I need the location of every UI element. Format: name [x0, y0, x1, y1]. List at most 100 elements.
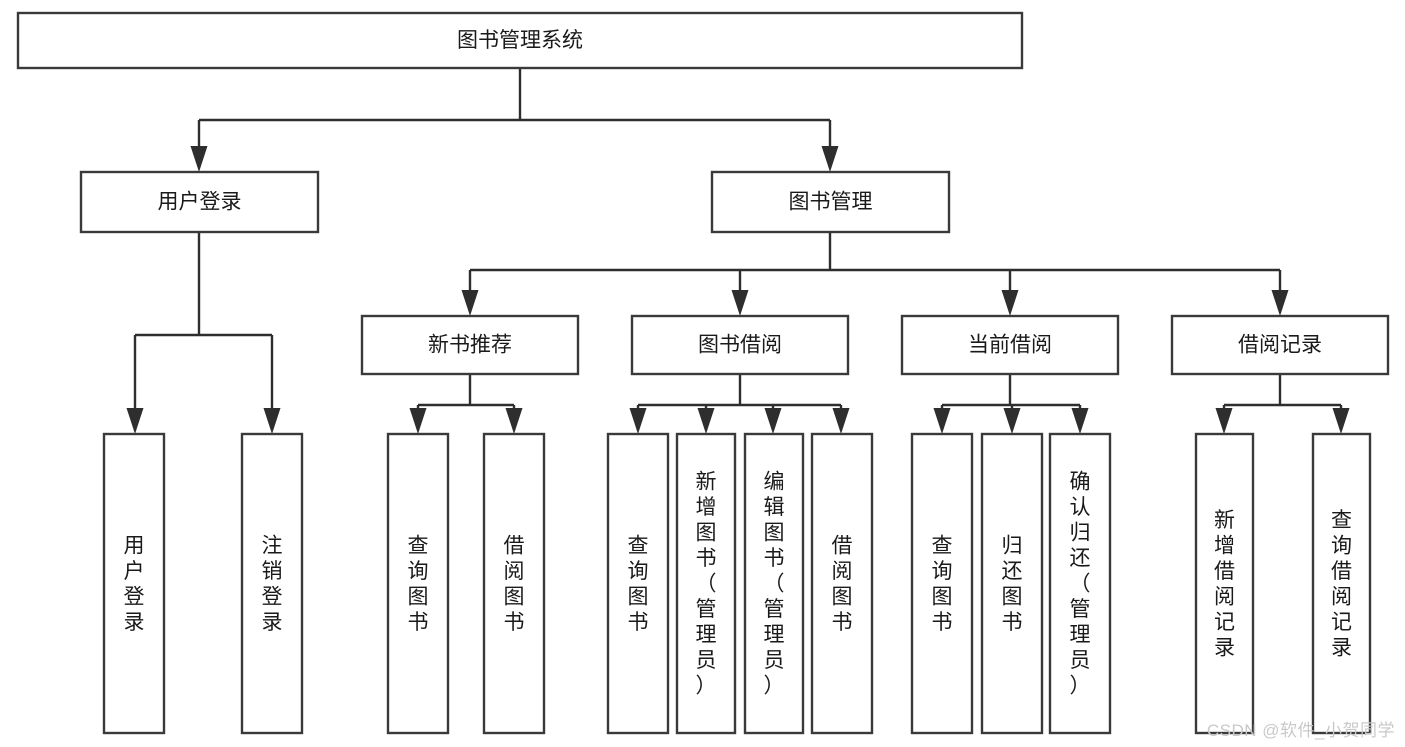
connector-borrow-book-to-leaves — [629, 374, 850, 434]
node-level3-2[interactable]: 当前借阅 — [900, 314, 1120, 376]
node-label-char: 图 — [628, 585, 649, 608]
node-label-char: 书 — [628, 611, 649, 634]
node-level2-0[interactable]: 用户登录 — [79, 170, 320, 234]
connector-current-borrow-to-leaves — [933, 374, 1089, 434]
connector-user-login-to-leaves — [126, 232, 281, 434]
node-label-char: 书 — [832, 611, 853, 634]
node-label-char: 查 — [628, 534, 649, 557]
node-label-char: 员 — [1070, 649, 1091, 672]
node-label-char: 管 — [764, 598, 785, 621]
node-label-char: 归 — [1002, 534, 1023, 557]
node-label-char: 登 — [262, 585, 283, 608]
node-layer: 图书管理系统用户登录图书管理新书推荐图书借阅当前借阅借阅记录用户登录注销登录查询… — [16, 11, 1390, 735]
node-label-char: 询 — [408, 560, 429, 583]
node-label: 新书推荐 — [428, 334, 512, 357]
node-label-char: 还 — [1002, 560, 1023, 583]
node-label-char: 阅 — [1331, 585, 1352, 608]
node-level2-1[interactable]: 图书管理 — [710, 170, 951, 234]
node-label-char: 录 — [1214, 636, 1235, 659]
connector-root-to-level2 — [190, 68, 839, 172]
node-label-char: 阅 — [504, 560, 525, 583]
node-label-char: 询 — [932, 560, 953, 583]
node-label-char: 询 — [1331, 534, 1352, 557]
node-label-char: 借 — [1331, 560, 1352, 583]
node-label-char: 录 — [1331, 636, 1352, 659]
node-label-char: 书 — [1002, 611, 1023, 634]
node-label-char: 书 — [504, 611, 525, 634]
node-level3-3[interactable]: 借阅记录 — [1170, 314, 1390, 376]
node-label-char: 阅 — [832, 560, 853, 583]
node-label-char: ） — [1070, 675, 1091, 698]
node-label-char: 增 — [696, 496, 717, 519]
node-label-char: 理 — [1070, 624, 1091, 647]
connector-book-mgmt-to-level3 — [461, 232, 1289, 316]
node-label-char: 增 — [1214, 534, 1235, 557]
node-label-char: 员 — [696, 649, 717, 672]
node-label-char: 管 — [696, 598, 717, 621]
node-label-char: 理 — [696, 624, 717, 647]
node-label-char: 图 — [832, 585, 853, 608]
node-label-char: 登 — [124, 585, 145, 608]
node-label-char: ） — [764, 675, 785, 698]
node-label: 当前借阅 — [968, 334, 1052, 357]
node-label-char: （ — [1070, 573, 1091, 596]
node-label-char: 辑 — [764, 496, 785, 519]
node-label-char: 编 — [764, 471, 785, 494]
node-label-char: 借 — [504, 534, 525, 557]
node-label: 图书管理系统 — [457, 29, 583, 52]
connector-new-book-to-leaves — [409, 374, 523, 434]
node-leaf-0[interactable]: 用户登录 — [102, 432, 166, 735]
node-label-char: 新 — [1214, 509, 1235, 532]
csdn-watermark: CSDN @软件_小贺同学 — [1206, 721, 1395, 740]
node-root-node-e59bbee4b9a6e7aea1e79086[interactable]: 图书管理系统 — [16, 11, 1024, 70]
connector-borrow-record-to-leaves — [1215, 374, 1350, 434]
node-label-char: 记 — [1214, 611, 1235, 634]
node-label-char: 书 — [932, 611, 953, 634]
node-label-char: （ — [764, 573, 785, 596]
node-label-char: 记 — [1331, 611, 1352, 634]
node-label-char: 书 — [408, 611, 429, 634]
node-label-char: 图 — [932, 585, 953, 608]
node-label: 用户登录 — [158, 191, 242, 214]
node-label-char: 理 — [764, 624, 785, 647]
node-label-char: 录 — [262, 611, 283, 634]
node-label-char: 阅 — [1214, 585, 1235, 608]
node-level3-1[interactable]: 图书借阅 — [630, 314, 850, 376]
node-label-char: 还 — [1070, 547, 1091, 570]
node-label-char: 图 — [696, 522, 717, 545]
node-label-char: （ — [696, 573, 717, 596]
node-label: 图书管理 — [789, 191, 873, 214]
node-label-char: 借 — [1214, 560, 1235, 583]
node-label-char: 户 — [124, 560, 145, 583]
node-label-char: 确 — [1070, 471, 1091, 494]
node-label-char: 认 — [1070, 496, 1091, 519]
node-label-char: 图 — [408, 585, 429, 608]
node-label-char: 员 — [764, 649, 785, 672]
node-level3-0[interactable]: 新书推荐 — [360, 314, 580, 376]
node-label-char: 图 — [504, 585, 525, 608]
connector-layer — [126, 68, 1350, 434]
node-label-char: 借 — [832, 534, 853, 557]
node-label-char: 书 — [764, 547, 785, 570]
node-label-char: 新 — [696, 471, 717, 494]
node-label-char: ） — [696, 675, 717, 698]
node-label-char: 查 — [932, 534, 953, 557]
node-label-char: 图 — [1002, 585, 1023, 608]
node-label: 借阅记录 — [1238, 334, 1322, 357]
node-label: 图书借阅 — [698, 334, 782, 357]
node-label-char: 注 — [262, 534, 283, 557]
